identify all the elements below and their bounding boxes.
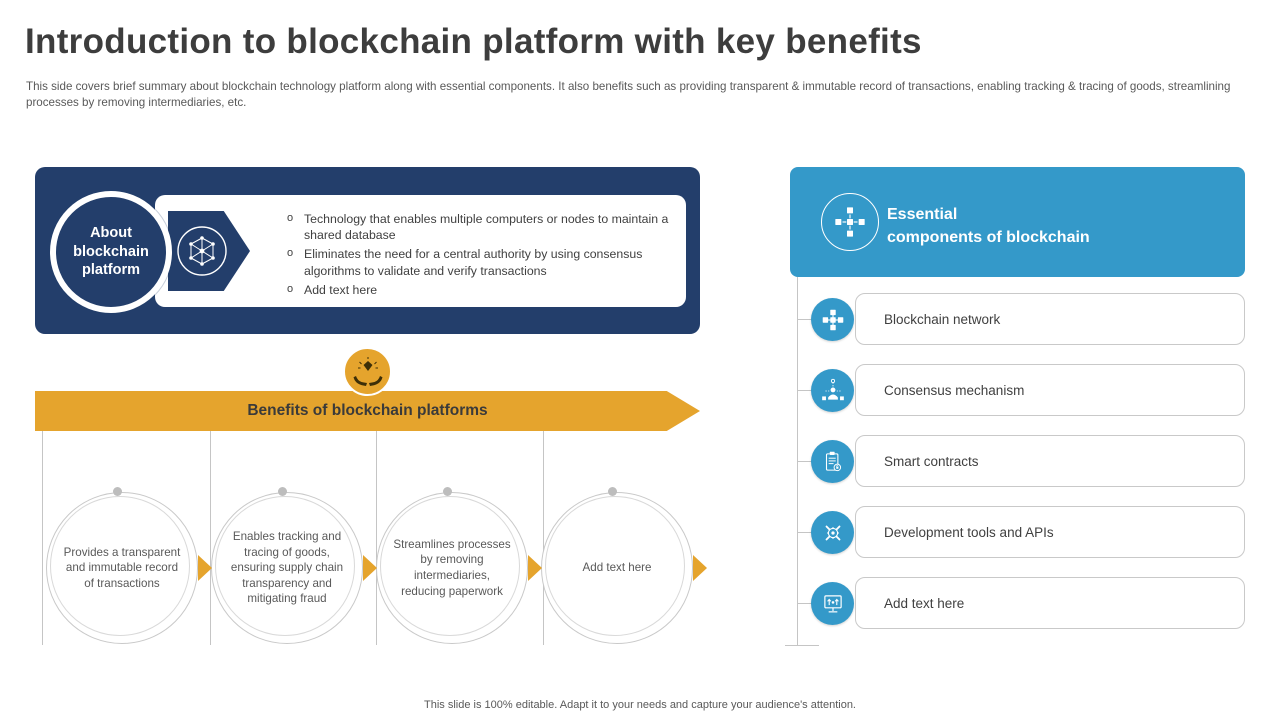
about-bullet-item: o Technology that enables multiple compu… [287, 211, 672, 243]
component-card-consensus-mechanism: Consensus mechanism [855, 364, 1245, 416]
about-bullet-item: o Eliminates the need for a central auth… [287, 246, 672, 278]
bullet-marker: o [287, 212, 294, 224]
component-card-development-tools: Development tools and APIs [855, 506, 1245, 558]
row-connector [798, 532, 812, 533]
about-badge-label: About blockchain platform [73, 224, 149, 279]
blockchain-network-icon [821, 193, 879, 251]
bullet-marker: o [287, 282, 294, 295]
column-divider-line [543, 431, 544, 645]
consensus-mechanism-icon [811, 369, 854, 412]
about-bullet-list: o Technology that enables multiple compu… [287, 211, 672, 301]
page-subtitle: This side covers brief summary about blo… [26, 80, 1231, 110]
right-arrow-icon [693, 555, 707, 581]
right-arrow-icon [198, 555, 212, 581]
development-tools-icon [811, 511, 854, 554]
monitor-upload-icon [811, 582, 854, 625]
benefits-banner: Benefits of blockchain platforms [35, 391, 700, 431]
benefit-text-placeholder[interactable]: Add text here [582, 561, 652, 575]
row-connector [798, 319, 812, 320]
component-label: Consensus mechanism [884, 382, 1025, 398]
component-label-placeholder[interactable]: Add text here [884, 595, 965, 611]
about-bullet-item: o Add text here [287, 282, 672, 298]
column-divider-line [210, 431, 211, 645]
about-bullet-text: Technology that enables multiple compute… [304, 212, 669, 243]
components-connector-end [785, 645, 819, 646]
component-card-placeholder: Add text here [855, 577, 1245, 629]
slide-footer-note: This slide is 100% editable. Adapt it to… [424, 699, 856, 711]
smart-contracts-icon [811, 440, 854, 483]
about-blockchain-panel: o Technology that enables multiple compu… [35, 167, 700, 334]
component-card-blockchain-network: Blockchain network [855, 293, 1245, 345]
blockchain-network-icon [811, 298, 854, 341]
page-title: Introduction to blockchain platform with… [25, 22, 922, 61]
right-arrow-icon [528, 555, 542, 581]
component-label: Development tools and APIs [884, 524, 1054, 540]
benefit-text: Provides a transparent and immutable rec… [63, 545, 181, 590]
right-arrow-icon [363, 555, 377, 581]
component-card-smart-contracts: Smart contracts [855, 435, 1245, 487]
molecule-network-icon [177, 226, 227, 276]
benefit-circle-1: Provides a transparent and immutable rec… [46, 487, 198, 644]
about-bullet-text: Eliminates the need for a central author… [304, 247, 643, 278]
row-connector [798, 390, 812, 391]
column-divider-line [376, 431, 377, 645]
bullet-marker: o [287, 247, 294, 260]
benefit-circle-2: Enables tracking and tracing of goods, e… [211, 487, 363, 644]
hands-gem-icon [343, 347, 392, 396]
row-connector [798, 603, 812, 604]
components-header-title: Essential components of blockchain [887, 206, 1090, 247]
components-header: Essential components of blockchain [790, 167, 1245, 277]
benefit-circle-4: Add text here [541, 487, 693, 644]
about-badge: About blockchain platform [50, 191, 172, 313]
benefits-banner-label: Benefits of blockchain platforms [247, 402, 488, 419]
component-label: Blockchain network [884, 311, 1001, 327]
row-connector [798, 461, 812, 462]
benefit-circle-3: Streamlines processes by removing interm… [376, 487, 528, 644]
column-divider-line [42, 431, 43, 645]
components-connector-line [797, 277, 798, 645]
benefit-text: Enables tracking and tracing of goods, e… [230, 529, 344, 606]
benefit-text: Streamlines processes by removing interm… [393, 537, 511, 598]
component-label: Smart contracts [884, 453, 979, 469]
about-bullet-text-placeholder[interactable]: Add text here [304, 282, 378, 297]
